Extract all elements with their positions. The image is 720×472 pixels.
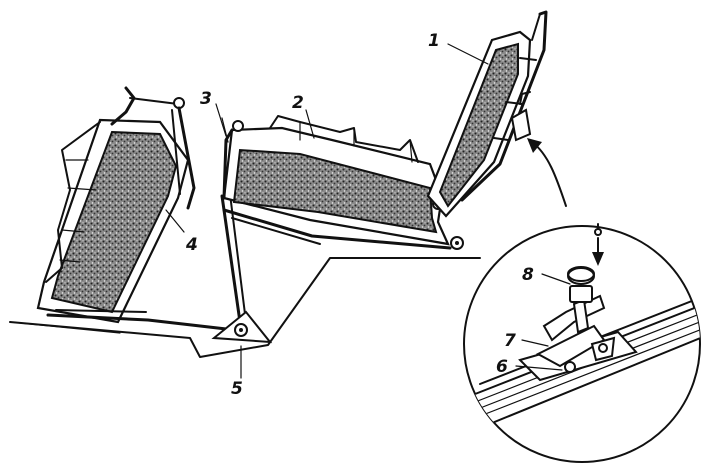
part-labels: 1 2 3 4 5 6 7 8 [185, 31, 534, 399]
label-5: 5 [231, 379, 243, 399]
label-3: 3 [200, 89, 212, 109]
floor-outline [9, 257, 481, 358]
leader-lines [165, 43, 571, 379]
label-2: 2 [292, 93, 304, 113]
label-8: 8 [522, 265, 534, 285]
label-4: 4 [185, 235, 198, 255]
label-7: 7 [504, 331, 516, 351]
detail-callout-arrow [527, 138, 567, 207]
label-1: 1 [428, 31, 440, 51]
support-linkage [46, 193, 273, 344]
left-folded-cushion [36, 86, 196, 324]
seat-back-cushion [426, 10, 548, 218]
latch-detail-inset [463, 223, 701, 463]
label-6: 6 [496, 357, 508, 377]
center-seat-cushion [221, 115, 464, 250]
